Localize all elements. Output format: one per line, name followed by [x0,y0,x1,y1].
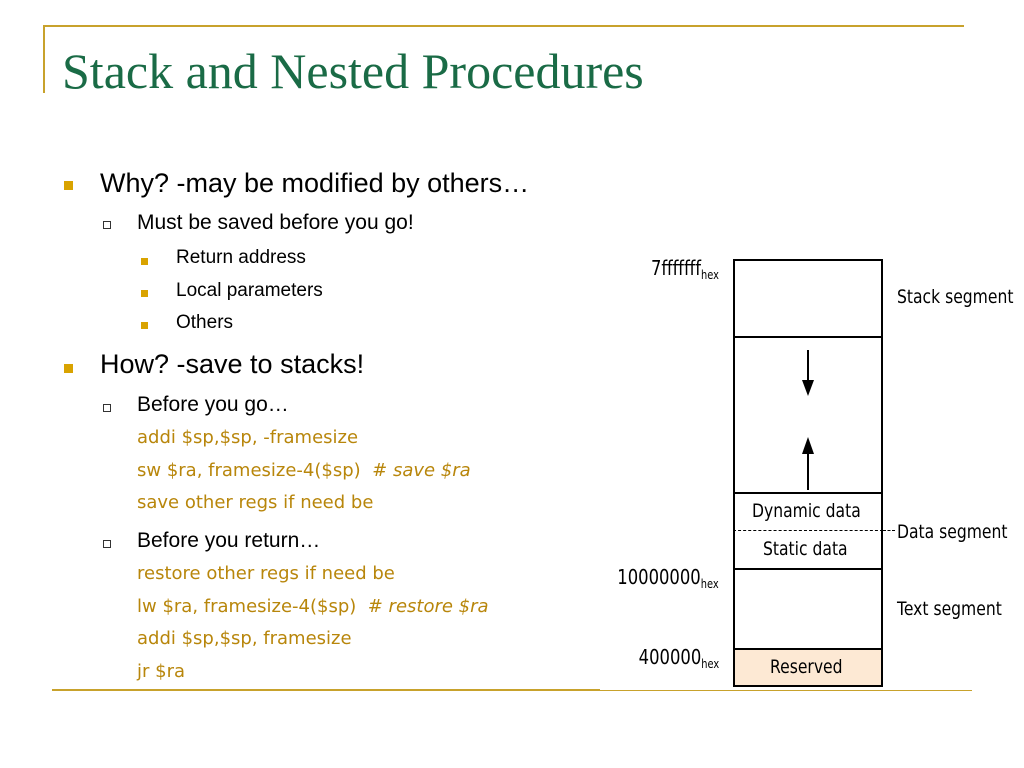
bullet-why: Why? -may be modified by others… [100,168,530,198]
bullet-before-go: Before you go… [137,393,289,416]
heap-up-arrowhead [802,437,814,454]
reserved-label: Reserved [770,656,843,678]
hollow-bullet [103,540,111,548]
bullet-before-return: Before you return… [137,529,321,552]
data-segment-label: Data segment [897,521,1008,543]
code-comment: # save $ra [372,460,471,481]
bullet-return-address: Return address [176,247,306,268]
address-top: 7fffffffhex [650,256,719,282]
bullet-square-small [141,290,148,297]
hollow-bullet [103,221,111,229]
stack-segment-label: Stack segment [897,286,1014,308]
bullet-square [64,181,73,190]
code-line: addi $sp,$sp, -framesize [137,427,359,448]
segment-divider [733,492,883,494]
code-line-save-ra: sw $ra, framesize-4($sp) # save $ra [137,460,471,481]
data-segment-leader [883,530,895,531]
footer-rule-thin [600,690,972,691]
title-frame-top [43,25,964,27]
bullet-others: Others [176,312,234,333]
bullet-square [64,364,73,373]
bullet-square-small [141,258,148,265]
bullet-square-small [141,322,148,329]
segment-divider [733,336,883,338]
reserved-fill [735,650,881,685]
hollow-bullet [103,404,111,412]
stack-down-arrowhead [802,380,814,396]
data-divider-dashed [733,530,883,531]
address-text: 400000hex [638,645,719,671]
code-line: save other regs if need be [137,492,374,513]
dynamic-data-label: Dynamic data [752,500,861,522]
text-segment-label: Text segment [897,598,1002,620]
static-data-label: Static data [763,538,848,560]
footer-rule [52,689,600,691]
segment-divider [733,648,883,650]
code-comment: # restore $ra [367,596,489,617]
bullet-must-save: Must be saved before you go! [137,211,414,234]
code-line: restore other regs if need be [137,563,395,584]
segment-divider [733,568,883,570]
memory-map-box [733,259,883,687]
title-frame-left [43,25,45,93]
code-line: addi $sp,$sp, framesize [137,628,352,649]
bullet-local-parameters: Local parameters [176,280,323,301]
slide-title: Stack and Nested Procedures [62,43,644,99]
address-data: 10000000hex [617,565,719,591]
bullet-how: How? -save to stacks! [100,349,365,379]
code-line: jr $ra [137,661,186,682]
code-line-restore-ra: lw $ra, framesize-4($sp) # restore $ra [137,596,489,617]
